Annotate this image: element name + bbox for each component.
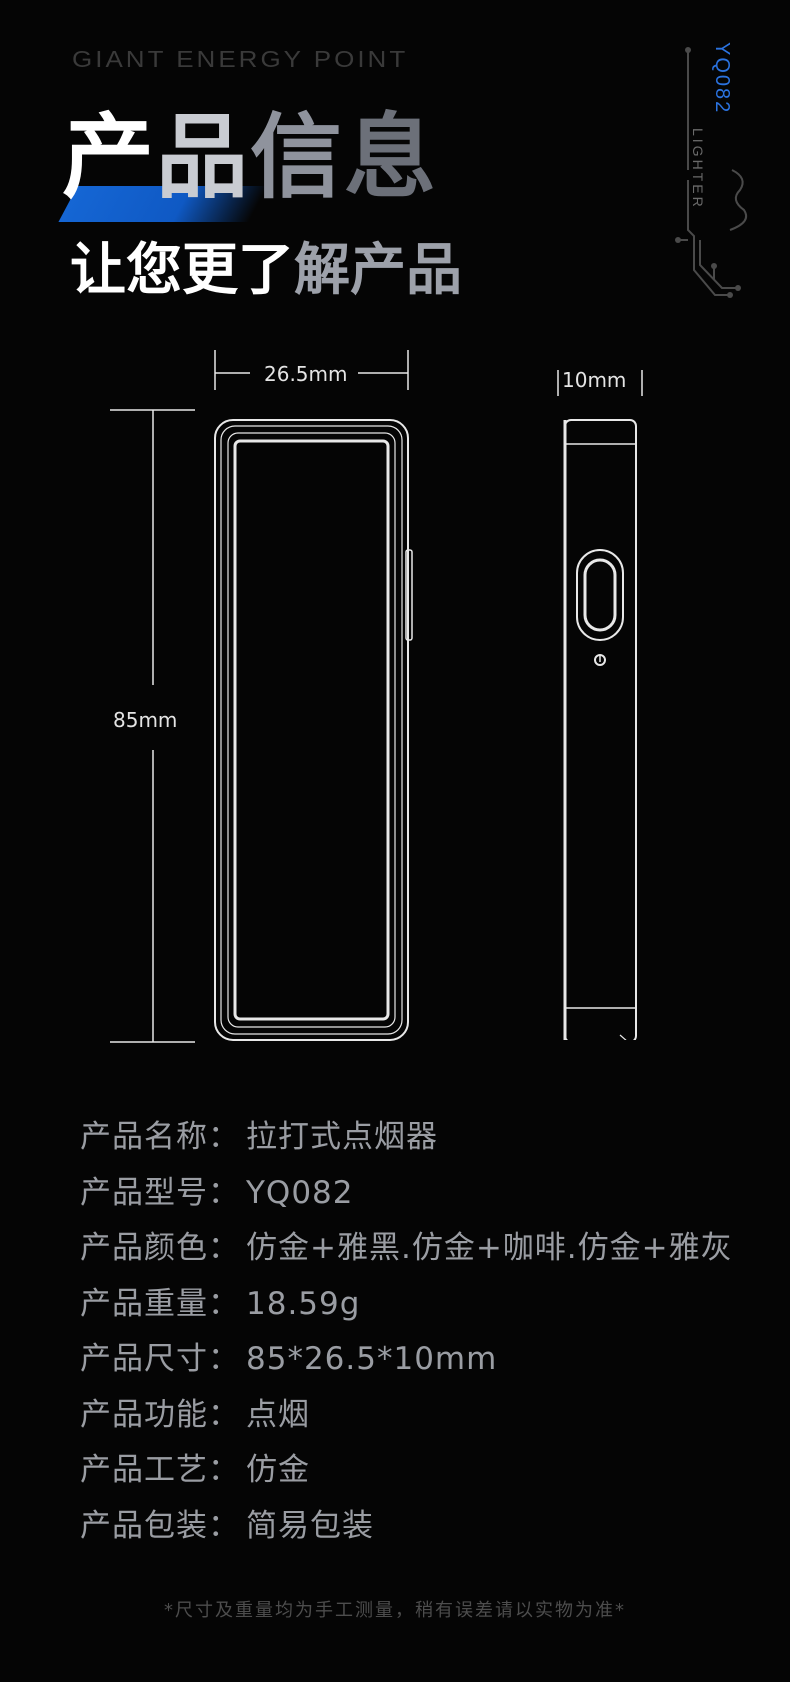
spec-separator: ： bbox=[208, 1119, 240, 1155]
subtitle-grey-part: 解产品 bbox=[294, 238, 462, 303]
spec-row-color: 产品颜色：仿金+雅黑.仿金+咖啡.仿金+雅灰 bbox=[80, 1221, 733, 1277]
side-view-drawing bbox=[557, 370, 643, 1040]
spec-label: 产品包装 bbox=[80, 1507, 208, 1544]
spec-separator: ： bbox=[208, 1452, 240, 1488]
spec-value: 仿金 bbox=[246, 1452, 310, 1488]
subtitle-white-part: 让您更了 bbox=[70, 238, 294, 303]
front-view-drawing bbox=[110, 350, 413, 1043]
spec-value: 简易包装 bbox=[246, 1507, 374, 1544]
spec-row-model: 产品型号：YQ082 bbox=[80, 1166, 733, 1222]
spec-row-name: 产品名称：拉打式点烟器 bbox=[80, 1110, 733, 1166]
spec-separator: ： bbox=[208, 1341, 240, 1377]
spec-value: YQ082 bbox=[246, 1174, 354, 1211]
spec-label: 产品重量 bbox=[80, 1285, 208, 1322]
spec-value: 仿金+雅黑.仿金+咖啡.仿金+雅灰 bbox=[246, 1230, 733, 1266]
spec-separator: ： bbox=[208, 1174, 240, 1211]
title-char-4: 息 bbox=[344, 104, 439, 211]
brand-text: GIANT ENERGY POINT bbox=[72, 45, 409, 73]
spec-separator: ： bbox=[208, 1285, 240, 1322]
spec-row-size: 产品尺寸：85*26.5*10mm bbox=[80, 1332, 733, 1388]
page-subtitle: 让您更了解产品 bbox=[70, 240, 462, 302]
spec-row-craft: 产品工艺：仿金 bbox=[80, 1443, 733, 1499]
spec-separator: ： bbox=[208, 1507, 240, 1544]
spec-label: 产品颜色 bbox=[80, 1230, 208, 1266]
spec-label: 产品名称 bbox=[80, 1119, 208, 1155]
title-char-3: 信 bbox=[250, 104, 345, 211]
spec-row-function: 产品功能：点烟 bbox=[80, 1388, 733, 1444]
spec-value: 18.59g bbox=[246, 1285, 361, 1322]
spec-value: 85*26.5*10mm bbox=[246, 1341, 498, 1377]
spec-separator: ： bbox=[208, 1230, 240, 1266]
circuit-emblem-icon bbox=[675, 47, 748, 298]
spec-value: 拉打式点烟器 bbox=[246, 1119, 438, 1155]
depth-dimension-label: 10mm bbox=[562, 368, 627, 392]
measurement-footnote: *尺寸及重量均为手工测量，稍有误差请以实物为准* bbox=[164, 1600, 626, 1621]
lighter-vertical-text: LIGHTER bbox=[690, 128, 706, 210]
spec-separator: ： bbox=[208, 1396, 240, 1433]
spec-label: 产品尺寸 bbox=[80, 1341, 208, 1377]
model-vertical-text: YQ082 bbox=[711, 42, 733, 115]
spec-row-weight: 产品重量：18.59g bbox=[80, 1277, 733, 1333]
width-dimension-label: 26.5mm bbox=[264, 362, 348, 386]
page-title: 产品信息 bbox=[62, 112, 438, 204]
height-dimension-label: 85mm bbox=[113, 708, 178, 732]
title-char-1: 产 bbox=[62, 104, 157, 211]
spec-label: 产品工艺 bbox=[80, 1452, 208, 1488]
spec-label: 产品型号 bbox=[80, 1174, 208, 1211]
spec-value: 点烟 bbox=[246, 1396, 310, 1433]
spec-row-packaging: 产品包装：简易包装 bbox=[80, 1499, 733, 1555]
title-char-2: 品 bbox=[156, 104, 251, 211]
spec-label: 产品功能 bbox=[80, 1396, 208, 1433]
spec-list: 产品名称：拉打式点烟器 产品型号：YQ082 产品颜色：仿金+雅黑.仿金+咖啡.… bbox=[80, 1110, 733, 1554]
